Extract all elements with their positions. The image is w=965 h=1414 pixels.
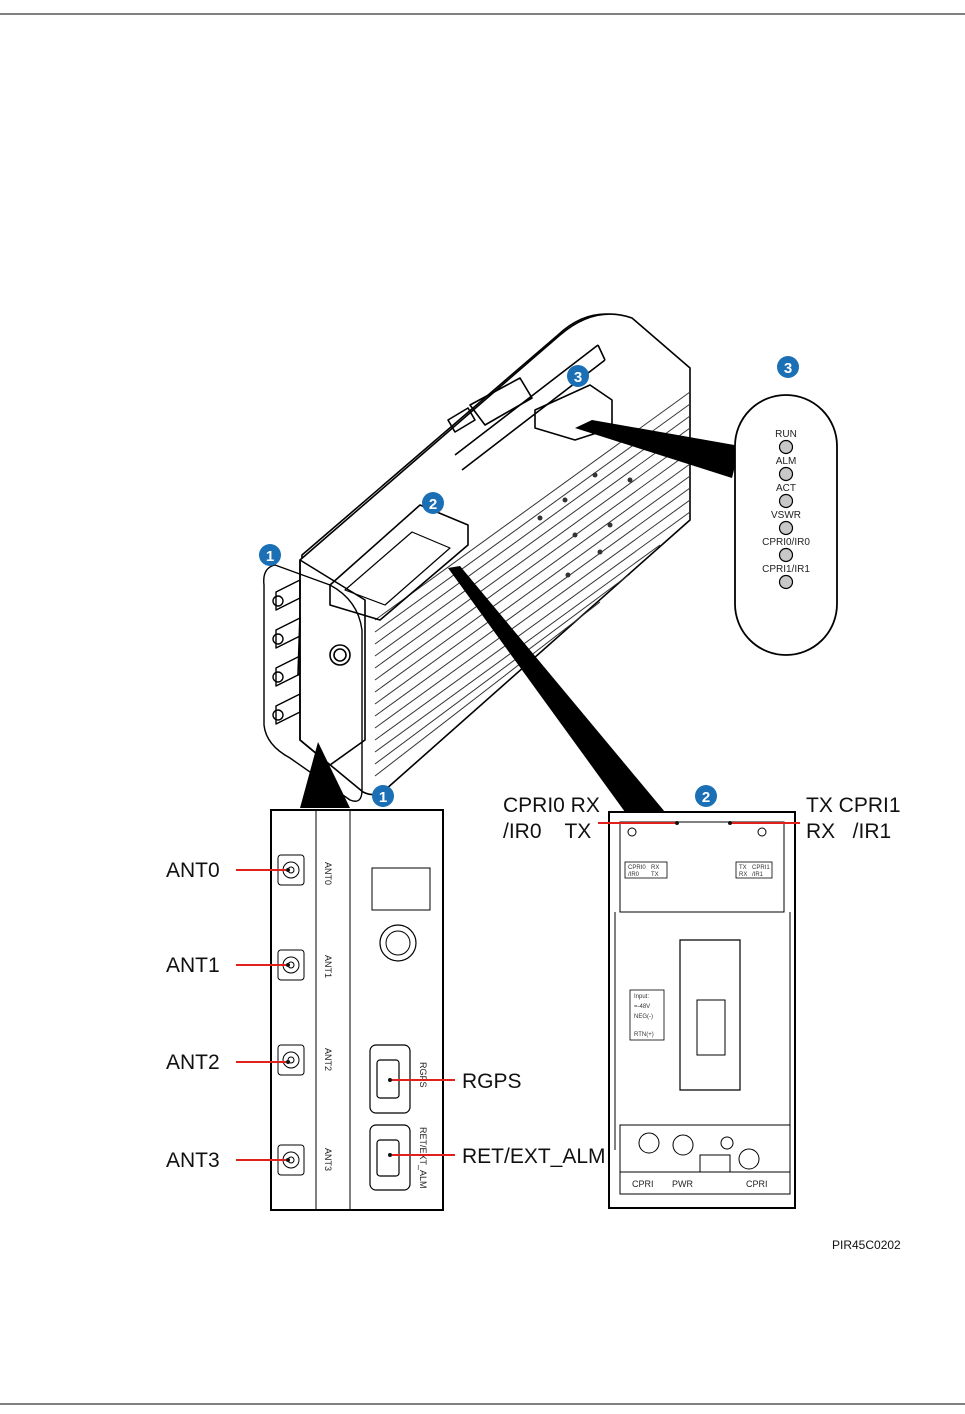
callout-1-unit: 1 xyxy=(259,544,281,566)
svg-text:2: 2 xyxy=(429,496,437,513)
led-indicator-cpri1-ir1 xyxy=(780,576,793,589)
svg-text:2: 2 xyxy=(702,789,710,806)
ant1-label: ANT1 xyxy=(166,954,220,977)
led-label-cpri0-ir0: CPRI0/IR0 xyxy=(762,537,810,548)
p2-power-line-1: =-48V xyxy=(634,1004,650,1010)
callout-3-unit: 3 xyxy=(567,365,589,387)
ant3-label: ANT3 xyxy=(166,1149,220,1172)
panel-1-ant2-text: ANT2 xyxy=(323,1048,333,1071)
svg-text:3: 3 xyxy=(574,369,582,386)
panel-1-ant0-text: ANT0 xyxy=(323,862,333,885)
antenna-connectors xyxy=(273,580,300,724)
p2-ir1-small: /IR1 xyxy=(752,872,764,878)
led-indicator-run xyxy=(780,441,793,454)
cpri1-label-line2: RX /IR1 xyxy=(806,820,891,843)
p2-bottom-cpri-left: CPRI xyxy=(632,1179,654,1189)
cpri0-label-line1: CPRI0 RX xyxy=(503,794,600,817)
svg-text:1: 1 xyxy=(266,548,274,565)
led-indicator-cpri0-ir0 xyxy=(780,549,793,562)
figure-id: PIR45C0202 xyxy=(832,1238,901,1252)
rgps-label: RGPS xyxy=(462,1070,522,1093)
panel-1-ret-text: RET/EXT_ALM xyxy=(418,1127,428,1189)
panel-1-outline xyxy=(271,810,443,1210)
ant2-label: ANT2 xyxy=(166,1051,220,1074)
led-label-vswr: VSWR xyxy=(771,510,801,521)
p2-rx-small: RX xyxy=(651,865,659,871)
svg-text:1: 1 xyxy=(379,789,387,806)
callout-2-panel: 2 xyxy=(695,785,717,807)
panel-1-ant1-text: ANT1 xyxy=(323,955,333,978)
panel-1-rgps-text: RGPS xyxy=(418,1062,428,1088)
callout-3-panel: 3 xyxy=(777,356,799,378)
panel-1-ant3-text: ANT3 xyxy=(323,1148,333,1171)
p2-rx-small-r: RX xyxy=(739,872,747,878)
led-indicator-vswr xyxy=(780,522,793,535)
p2-power-line-2: NEG(-) xyxy=(634,1014,653,1020)
led-label-run: RUN xyxy=(775,429,797,440)
led-indicator-act xyxy=(780,495,793,508)
led-indicator-alm xyxy=(780,468,793,481)
p2-cpri1-small: CPRI1 xyxy=(752,865,770,871)
led-label-alm: ALM xyxy=(776,456,797,467)
p2-bottom-pwr: PWR xyxy=(672,1179,693,1189)
p2-ir0-small: /IR0 xyxy=(628,872,640,878)
callout-2-unit: 2 xyxy=(422,492,444,514)
led-label-cpri1-ir1: CPRI1/IR1 xyxy=(762,564,810,575)
ret-ext-alm-label: RET/EXT_ALM xyxy=(462,1145,606,1168)
p2-tx-small: TX xyxy=(651,872,659,878)
svg-text:3: 3 xyxy=(784,360,792,377)
led-label-act: ACT xyxy=(776,483,796,494)
ant0-label: ANT0 xyxy=(166,859,220,882)
cpri0-label-line2: /IR0 TX xyxy=(503,820,591,843)
p2-bottom-cpri-right: CPRI xyxy=(746,1179,768,1189)
rru-unit-illustration xyxy=(264,314,690,801)
p2-power-line-0: Input: xyxy=(634,994,649,1000)
cpri1-label-line1: TX CPRI1 xyxy=(806,794,901,817)
callout-1-panel: 1 xyxy=(372,785,394,807)
p2-tx-small-r: TX xyxy=(739,865,747,871)
panel-1 xyxy=(271,810,443,1210)
p2-cpri0-small: CPRI0 xyxy=(628,865,646,871)
p2-power-line-3: RTN(+) xyxy=(634,1032,654,1038)
